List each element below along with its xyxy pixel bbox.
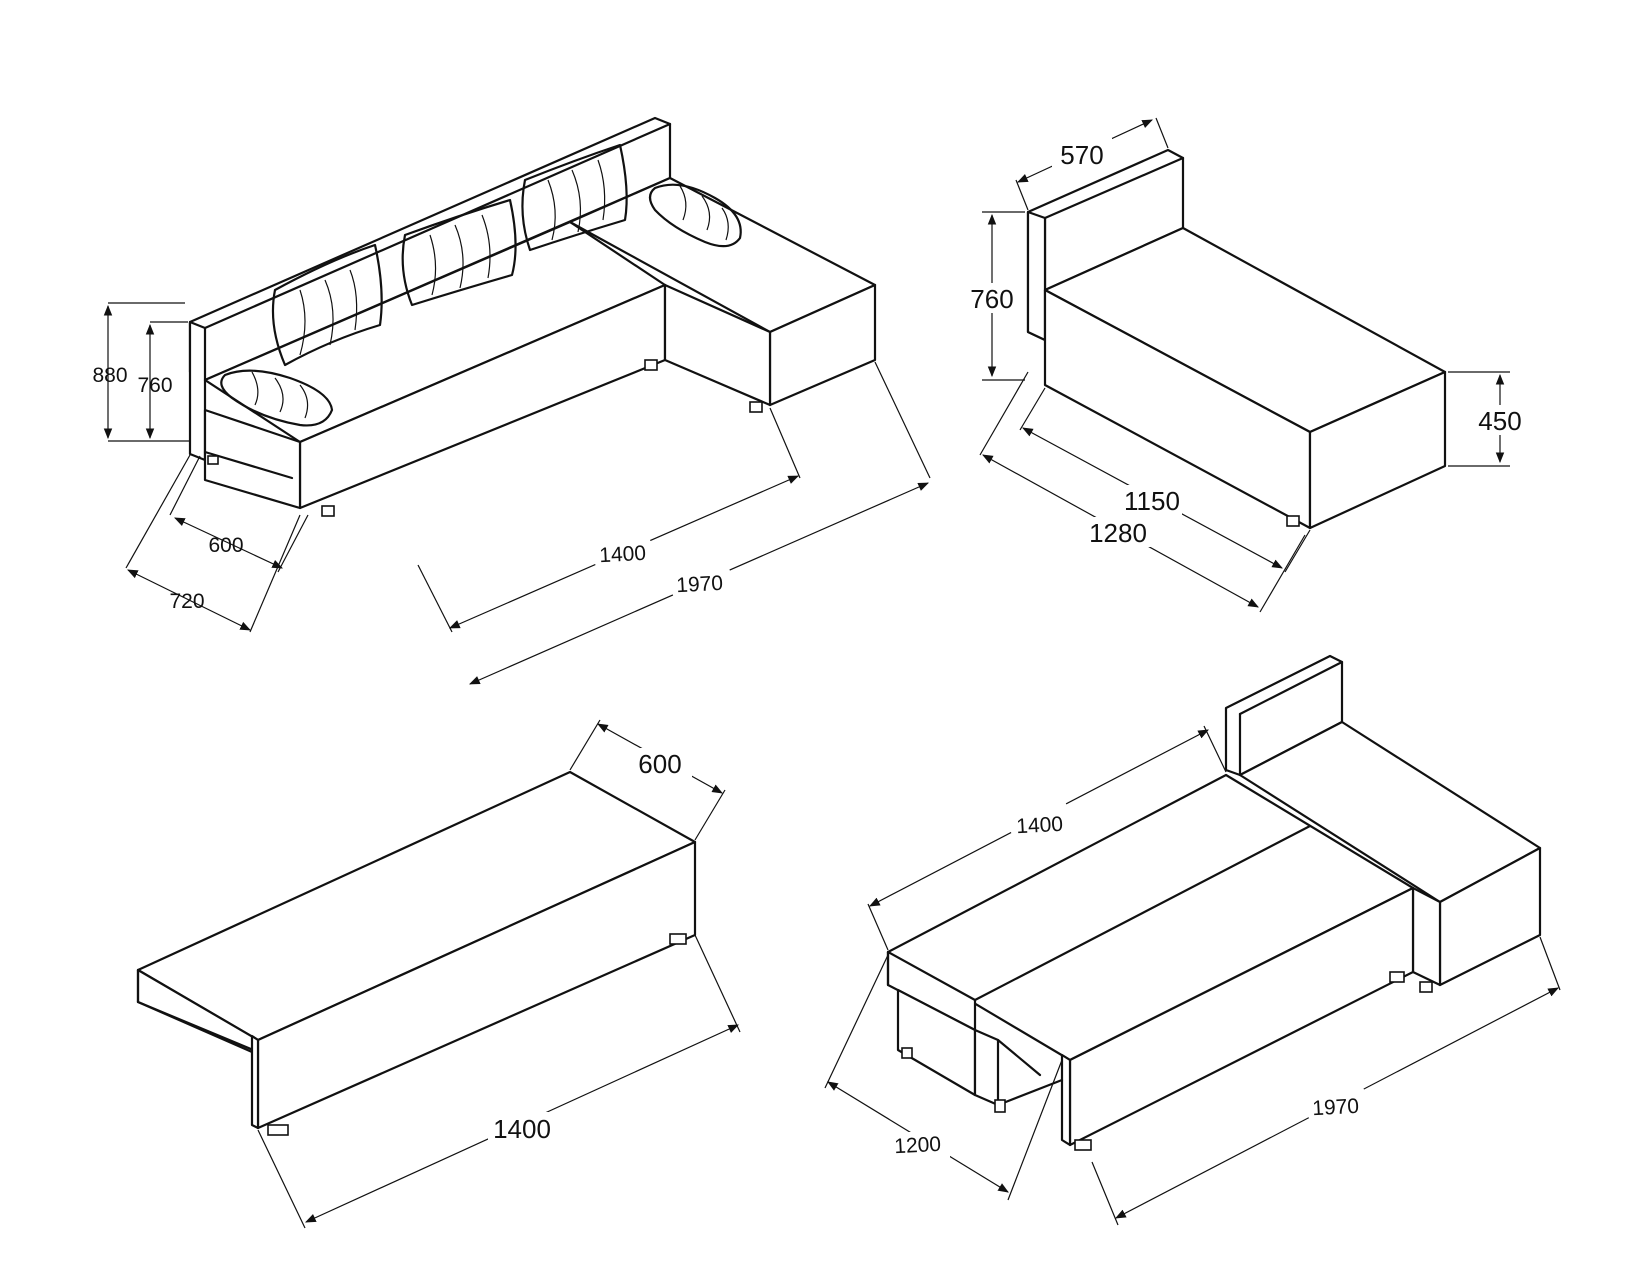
dim-length-1970-bed: 1970 <box>1312 1095 1360 1120</box>
chaise-seat-front <box>1308 370 1447 530</box>
sofa-pillow <box>401 198 517 307</box>
module-leg <box>669 933 687 945</box>
sofa-left-armrest <box>188 320 207 462</box>
sofa-bolster <box>648 183 742 248</box>
bed-leg <box>994 1099 1006 1113</box>
sofa-pillow <box>521 143 628 252</box>
sofa-chaise-side <box>663 283 772 407</box>
dim-height-760-chaise: 760 <box>970 284 1013 314</box>
bed-leg <box>1074 1139 1092 1151</box>
dim-height-760: 760 <box>137 374 172 397</box>
module-side-strip <box>250 1034 260 1130</box>
bed-leg <box>901 1047 913 1059</box>
bed-leg <box>1419 981 1433 993</box>
bed-pullout-base-side <box>973 1028 1000 1107</box>
chaise-module-view: 570 760 450 1150 1280 <box>965 117 1529 613</box>
dim-height-450: 450 <box>1478 406 1521 436</box>
sofa-leg <box>644 359 658 371</box>
sofa-leg <box>749 401 763 413</box>
bed-leg <box>1389 971 1405 983</box>
dim-length-1400-module: 1400 <box>493 1114 551 1144</box>
module-leg <box>267 1124 289 1136</box>
bed-chaise-side <box>1411 886 1442 987</box>
dim-length-1280: 1280 <box>1089 518 1147 548</box>
dim-depth-600: 600 <box>208 534 243 557</box>
dim-length-1970: 1970 <box>676 572 724 597</box>
bed-front-side <box>1060 1053 1072 1147</box>
dim-length-1400-bed: 1400 <box>1016 813 1064 838</box>
dim-width-570: 570 <box>1060 140 1103 170</box>
sofa-leg <box>321 505 335 517</box>
sofa-pillow <box>271 243 383 367</box>
corner-sofa-view: 880 760 600 720 1400 1970 <box>92 116 931 685</box>
sofa-left-side <box>203 408 302 510</box>
dim-depth-720: 720 <box>169 590 204 613</box>
dim-length-1400: 1400 <box>599 542 647 567</box>
dim-height-880: 880 <box>92 364 127 387</box>
chaise-leg <box>1286 515 1300 527</box>
sofa-leg <box>207 455 219 465</box>
dim-width-1200-bed: 1200 <box>894 1133 942 1158</box>
bed-mode-view: 1400 1200 1970 <box>824 654 1561 1226</box>
dim-length-1150: 1150 <box>1124 486 1180 516</box>
chaise-backrest-side <box>1026 210 1047 342</box>
sofa-bed-module-view: 600 1400 <box>136 719 741 1229</box>
sofa-bolster <box>220 369 334 427</box>
dim-depth-600-module: 600 <box>638 749 681 779</box>
